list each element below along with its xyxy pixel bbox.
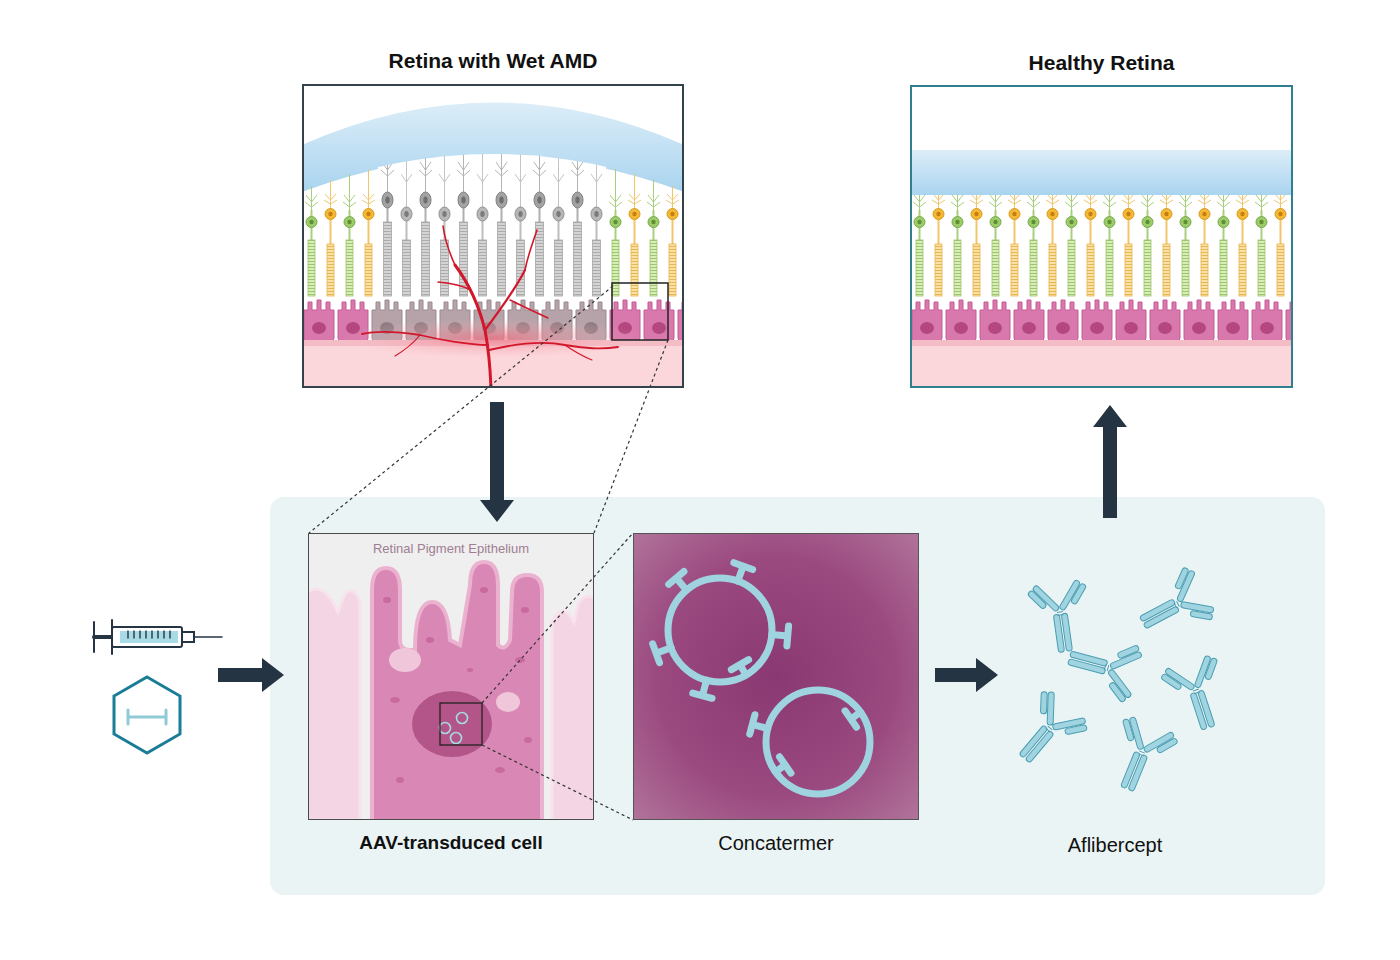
retina-panel: Healthy Retina — [910, 85, 1293, 388]
concatemer-zoom-box: Concatermer — [633, 533, 919, 820]
vesicle — [496, 692, 520, 712]
rpe-layer — [911, 298, 1292, 342]
flow-arrow — [1093, 405, 1127, 518]
zoom-marker — [612, 283, 668, 340]
leakage-haze — [343, 318, 643, 358]
wet-amd-retina-illustration — [303, 85, 683, 387]
photoreceptor-layer — [303, 140, 683, 300]
injection-arrow — [218, 658, 284, 692]
flow-arrow — [480, 402, 514, 522]
choroid-band — [911, 340, 1292, 387]
concatemer-ring — [653, 563, 789, 699]
node-label: Healthy Retina — [912, 50, 1291, 76]
neovascular-vessels — [362, 226, 618, 387]
cell-zoom-box: Retinal Pigment EpitheliumAAV-transduced… — [308, 533, 594, 820]
protein-group: Aflibercept — [1000, 520, 1230, 860]
photoreceptor-layer — [911, 195, 1292, 300]
concatemer-ring — [750, 690, 870, 794]
node-label: Retinal Pigment Epithelium — [309, 541, 593, 557]
nucleus — [412, 691, 492, 757]
aav-vector-icon — [114, 677, 180, 753]
rpe-cell-illustration — [309, 534, 593, 819]
node-label: Retina with Wet AMD — [304, 48, 682, 74]
syringe-icon — [94, 620, 222, 654]
neighbor-cell — [309, 589, 360, 819]
retina-panel: Retina with Wet AMD — [302, 84, 684, 388]
degenerated-photoreceptors — [378, 140, 606, 300]
transduced-rpe-cell — [372, 562, 542, 819]
neighbor-cell — [552, 596, 593, 819]
zoom-marker — [440, 703, 482, 745]
zoom-leader-lines — [309, 286, 668, 820]
process-panel — [270, 497, 1325, 895]
concatemer-illustration — [634, 534, 918, 819]
vesicle — [389, 648, 421, 672]
healthy-retina-illustration — [911, 86, 1292, 387]
cell-granules — [383, 587, 532, 783]
inner-retina-band — [911, 150, 1292, 195]
aflibercept-molecules — [1001, 563, 1237, 800]
node-label: Concatermer — [634, 831, 918, 855]
node-label: AAV-transduced cell — [309, 831, 593, 855]
episome-circles — [440, 713, 468, 744]
node-label: Aflibercept — [1000, 833, 1230, 857]
flow-arrow — [935, 658, 998, 692]
